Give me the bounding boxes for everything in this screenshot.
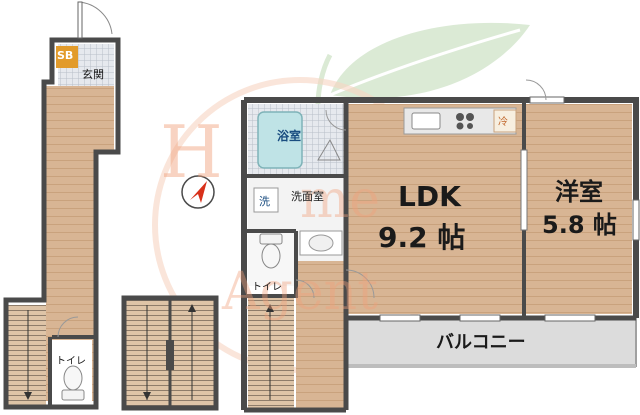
washer-label: 洗: [259, 195, 270, 208]
watermark-letter-h: H: [160, 110, 223, 194]
watermark-letters-me: me: [300, 170, 381, 230]
main-unit: [241, 79, 640, 413]
toilet-lower-label: トイレ: [56, 356, 86, 367]
washroom-label: 洗面室: [291, 190, 324, 203]
western-room-size: 5.8 帖: [542, 211, 617, 239]
fridge-label: 冷: [498, 117, 508, 128]
watermark-agent: Agent: [222, 262, 378, 322]
ldk-size: 9.2 帖: [378, 221, 466, 254]
toilet-main-label: トイレ: [252, 282, 282, 293]
bathtub: [257, 111, 303, 169]
western-room-name: 洋室: [555, 178, 603, 206]
shoe-box-label: SB: [57, 49, 74, 62]
middle-stairs: [121, 295, 219, 411]
shoe-box: [56, 46, 78, 68]
entrance-label: 玄関: [82, 68, 104, 81]
left-unit: [3, 1, 121, 410]
watermark-leaf: [315, 22, 530, 106]
balcony-label: バルコニー: [436, 332, 526, 353]
ldk-name: LDK: [398, 180, 461, 213]
washing-machine: [253, 187, 279, 213]
bath-label: 浴室: [277, 129, 302, 143]
north-arrow-icon: [181, 175, 215, 209]
